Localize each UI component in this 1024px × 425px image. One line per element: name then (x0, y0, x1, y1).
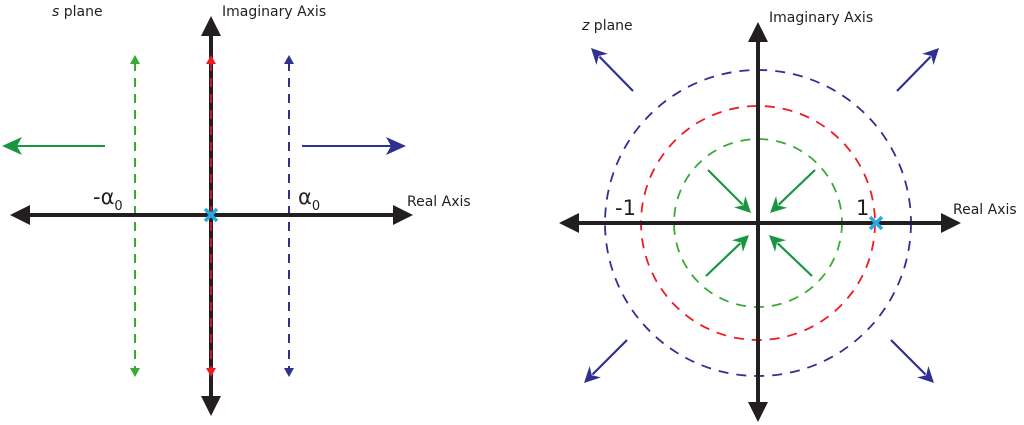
arrowhead-icon (731, 235, 749, 252)
arrowhead-up-icon (130, 55, 140, 64)
inward-arrow-bottom-right (769, 235, 813, 277)
s-plane-diagram: s plane Imaginary Axis Real Axis (2, 4, 471, 416)
arrowhead-icon (591, 48, 608, 66)
arrowhead-icon (917, 366, 934, 383)
outward-arrow-top-left (591, 48, 634, 92)
z-plane-diagram: z plane Imaginary Axis Real Axis -1 1 (559, 10, 1017, 422)
s-plane-green-dashed-line (130, 55, 140, 377)
arrowhead-icon (584, 366, 601, 383)
z-plane-imaginary-axis-label: Imaginary Axis (769, 10, 873, 26)
s-plane-blue-dashed-line (284, 55, 294, 377)
axis-arrowhead-down-icon (748, 402, 768, 422)
axis-arrowhead-right-icon (393, 205, 413, 225)
arrowhead-left-icon (2, 137, 22, 155)
arrowhead-up-icon (206, 55, 216, 64)
outward-arrows (584, 48, 939, 383)
arrowhead-icon (770, 196, 788, 213)
arrowhead-down-icon (206, 368, 216, 377)
inward-arrow-top-left (707, 169, 751, 213)
arrowhead-right-icon (386, 137, 406, 155)
s-plane-rightward-arrow (302, 137, 406, 155)
axis-arrowhead-right-icon (941, 213, 961, 233)
z-plane-imaginary-axis (748, 22, 768, 422)
s-plane-real-axis-label: Real Axis (407, 194, 471, 210)
arrowhead-down-icon (284, 368, 294, 377)
z-plane-pole-x-marker-icon (868, 215, 884, 231)
s-plane-leftward-arrow (2, 137, 105, 155)
inward-arrows (705, 169, 816, 277)
arrowhead-down-icon (130, 368, 140, 377)
axis-arrowhead-down-icon (201, 396, 221, 416)
pos-sigma-label: α0 (298, 185, 320, 214)
axis-arrowhead-left-icon (559, 213, 579, 233)
axis-arrowhead-up-icon (201, 16, 221, 36)
neg-sigma-label: -α0 (93, 185, 123, 214)
arrowhead-icon (769, 235, 787, 252)
s-plane-imaginary-axis-label: Imaginary Axis (222, 4, 326, 20)
outward-arrow-top-right (896, 48, 939, 92)
inward-arrow-top-right (770, 169, 816, 213)
one-label: 1 (856, 196, 869, 220)
axis-arrowhead-left-icon (10, 205, 30, 225)
z-plane-real-axis-label: Real Axis (953, 202, 1017, 218)
s-plane-red-dashed-line (206, 55, 216, 377)
z-plane-title: z plane (581, 18, 633, 34)
neg-one-label: -1 (615, 196, 636, 220)
arrowhead-up-icon (284, 55, 294, 64)
arrowhead-icon (922, 48, 939, 66)
axis-arrowhead-up-icon (748, 22, 768, 42)
outward-arrow-bottom-left (584, 339, 628, 383)
inward-arrow-bottom-left (705, 235, 749, 277)
outward-arrow-bottom-right (890, 339, 934, 383)
s-plane-pole-x-marker-icon (203, 207, 219, 223)
s-plane-title: s plane (52, 4, 103, 20)
arrowhead-icon (734, 196, 751, 213)
